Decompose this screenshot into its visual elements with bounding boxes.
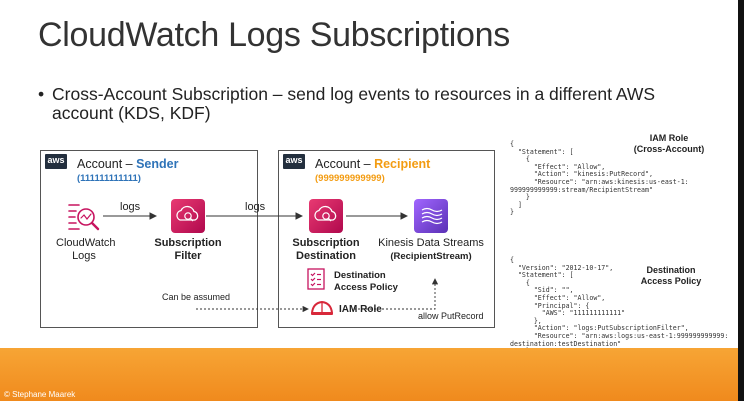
logs-label-between: logs bbox=[245, 201, 266, 213]
bullet-line2: account (KDS, KDF) bbox=[52, 103, 211, 123]
code-line: "Effect": "Allow", bbox=[510, 162, 606, 171]
iam-role-icon bbox=[311, 300, 333, 315]
code-line: "Sid": "", bbox=[510, 286, 574, 295]
code-line: "Action": "logs:PutSubscriptionFilter", bbox=[510, 324, 689, 333]
sender-account-id: (111111111111) bbox=[77, 173, 141, 184]
aws-logo-icon: aws bbox=[283, 154, 305, 169]
subscription-filter-label: Subscription Filter bbox=[154, 237, 222, 262]
code-line: { bbox=[510, 278, 530, 287]
code-line: "Principal": { bbox=[510, 301, 590, 310]
cloudwatch-logs-icon bbox=[68, 204, 100, 231]
code-line: ] bbox=[510, 200, 522, 209]
destination-policy-label: Destination Access Policy bbox=[640, 265, 702, 286]
iam-role-label: IAM Role bbox=[339, 304, 382, 315]
code-line: "Effect": "Allow", bbox=[510, 293, 606, 302]
footer-bar bbox=[0, 348, 744, 401]
code-line: }, bbox=[510, 316, 542, 325]
code-line: { bbox=[510, 140, 514, 148]
recipient-account-id: (999999999999) bbox=[315, 173, 385, 184]
logs-label-sender: logs bbox=[120, 201, 141, 213]
slide-edge bbox=[738, 0, 744, 401]
bullet-dot: • bbox=[38, 84, 45, 104]
bullet-highlight: Cross-Account Subscription bbox=[52, 84, 268, 104]
code-line: } bbox=[510, 208, 514, 217]
arrow-allow-putrecord bbox=[354, 278, 439, 310]
destination-policy-code: { "Version": "2012-10-17", "Statement": … bbox=[510, 256, 729, 371]
sender-account-box: aws Account – Sender (111111111111) bbox=[40, 150, 258, 328]
iam-role-policy-label: IAM Role (Cross-Account) bbox=[633, 133, 705, 154]
destination-access-policy-label: Destination Access Policy bbox=[334, 270, 398, 293]
code-line: "Resource": "arn:aws:logs:us-east-1:9999… bbox=[510, 331, 729, 340]
cloudwatch-logs-label: CloudWatch Logs bbox=[56, 237, 116, 262]
subscription-destination-icon bbox=[309, 199, 343, 233]
sender-account-title: Account – Sender bbox=[77, 157, 179, 171]
code-line: "Action": "kinesis:PutRecord", bbox=[510, 170, 653, 179]
kinesis-data-streams-icon bbox=[414, 199, 448, 233]
subscription-destination-label: Subscription Destination bbox=[292, 237, 360, 262]
code-line: { bbox=[510, 256, 514, 264]
code-line: "Version": "2012-10-17", bbox=[510, 263, 614, 272]
code-line: } bbox=[510, 193, 530, 202]
bullet-text: • Cross-Account Subscription – send log e… bbox=[38, 85, 718, 123]
slide-title: CloudWatch Logs Subscriptions bbox=[38, 16, 510, 54]
copyright-text: © Stephane Maarek bbox=[4, 390, 76, 399]
policy-document-icon bbox=[307, 268, 325, 290]
code-line: "Resource": "arn:aws:kinesis:us-east-1: bbox=[510, 177, 689, 186]
allow-putrecord-label: allow PutRecord bbox=[418, 311, 484, 321]
can-be-assumed-label: Can be assumed bbox=[162, 292, 231, 302]
kinesis-stream-name: (RecipientStream) bbox=[390, 251, 472, 262]
code-line: "AWS": "111111111111" bbox=[510, 309, 626, 318]
recipient-account-title: Account – Recipient bbox=[315, 157, 431, 171]
code-line: destination:testDestination" bbox=[510, 339, 622, 348]
bullet-line1: – send log events to resources in a diff… bbox=[267, 84, 656, 104]
aws-logo-icon: aws bbox=[45, 154, 67, 169]
kinesis-label: Kinesis Data Streams bbox=[378, 237, 484, 249]
code-line: { bbox=[510, 155, 530, 164]
recipient-account-box: aws Account – Recipient (999999999999) bbox=[278, 150, 495, 328]
subscription-filter-icon bbox=[171, 199, 205, 233]
code-line: "Statement": [ bbox=[510, 147, 574, 156]
iam-role-policy-code: { "Statement": [ { "Effect": "Allow", "A… bbox=[510, 140, 689, 217]
code-line: 999999999999:stream/RecipientStream" bbox=[510, 185, 653, 194]
code-line: "Statement": [ bbox=[510, 271, 574, 280]
